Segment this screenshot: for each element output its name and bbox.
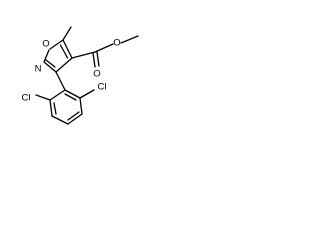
bond-ester-o-methyl — [120, 35, 139, 44]
bond-ar6-cl — [79, 89, 95, 99]
bond-ar5-ar6 — [79, 97, 83, 115]
bond-c5-methyl — [62, 26, 72, 41]
bond-o1-c5 — [49, 39, 64, 50]
molecule-structure: O N O O Cl Cl — [22, 26, 139, 125]
bond-ar4-ar5-inner — [67, 111, 80, 121]
bond-ar3-ar4 — [51, 115, 69, 125]
bond-carbonyl-double-b — [96, 51, 100, 67]
bond-c3-n2-inner — [45, 59, 56, 68]
ester-oxygen-label: O — [113, 38, 120, 49]
bond-c4-carbonyl — [71, 51, 96, 59]
carbonyl-oxygen-label: O — [93, 69, 100, 80]
chlorine-right-label: Cl — [98, 82, 107, 93]
bond-ar6-ar1-inner — [64, 93, 77, 101]
bond-c3-n2 — [43, 61, 57, 73]
bond-ar6-ar1 — [64, 89, 81, 99]
chlorine-left-label: Cl — [22, 93, 31, 104]
bond-ar2-cl — [35, 94, 51, 101]
isoxazole-ring — [43, 39, 73, 73]
bond-ar1-ar2 — [49, 89, 66, 101]
bond-c5-c4-inner — [59, 44, 69, 59]
bond-c5-c4 — [62, 39, 73, 59]
dichlorophenyl-ring — [49, 89, 83, 125]
bond-n2-o1 — [43, 49, 50, 63]
methyl-ester — [71, 35, 139, 68]
atom-labels: O N O O Cl Cl — [22, 38, 121, 104]
bond-ar2-ar3 — [49, 99, 53, 117]
bond-carbonyl-ester-o — [94, 43, 114, 53]
bond-ar4-ar5 — [67, 113, 83, 125]
bond-carbonyl-double-a — [92, 52, 96, 68]
ring-oxygen-label: O — [42, 39, 49, 50]
bond-c3-phenyl — [55, 71, 66, 91]
bond-ar2-ar3-inner — [53, 102, 57, 115]
bond-c4-c3 — [55, 57, 73, 73]
ring-nitrogen-label: N — [35, 64, 42, 75]
